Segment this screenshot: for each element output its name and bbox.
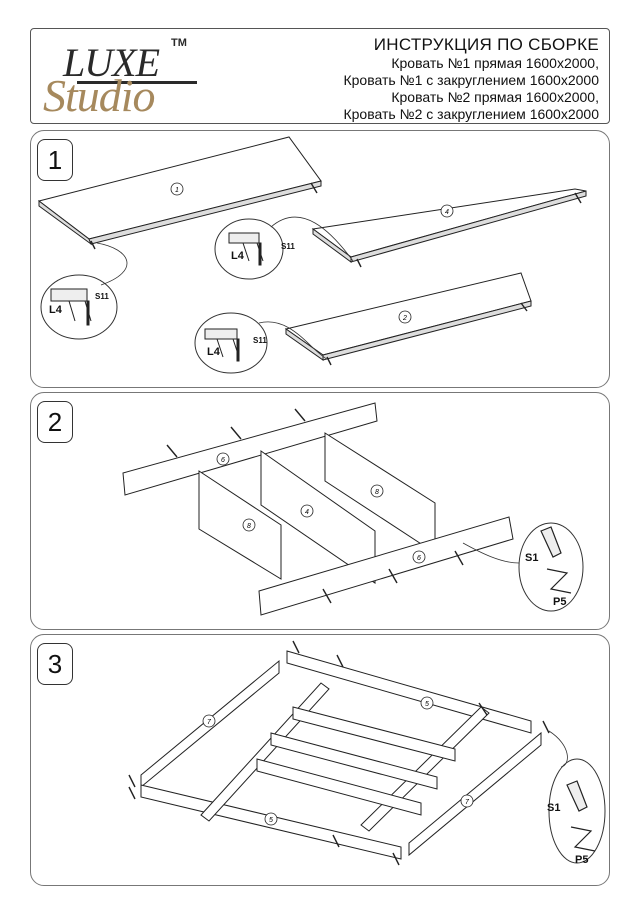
side-7-right	[408, 731, 542, 857]
brand-logo: LUXE TM Studio	[39, 35, 209, 121]
step-2-part-labels: 6 8 4 8 6	[216, 452, 426, 564]
product-line-4: Кровать №2 с закруглением 1600х2000	[343, 106, 599, 122]
part-label-1: 1	[175, 187, 179, 194]
callout-2-s-label: S11	[281, 242, 295, 251]
callout-circle-2	[214, 218, 284, 280]
part-label-6-front: 6	[417, 555, 421, 562]
logo-word-luxe: LUXE	[63, 40, 160, 85]
callout-s-label-step-2: S1	[525, 552, 538, 564]
rail-6-front	[258, 516, 514, 616]
step-3-part-labels: 5 7 5 7	[202, 696, 474, 826]
callout-p-label-step-2: P5	[553, 596, 566, 608]
beam-4-center	[260, 450, 376, 584]
callout-1-s-label: S11	[95, 292, 109, 301]
step-3-number: 3	[37, 643, 73, 685]
step-1-number: 1	[37, 139, 73, 181]
step-1-panel: 1 1 4 2	[30, 130, 610, 388]
callout-p-label-step-3: P5	[575, 854, 588, 866]
part-label-5-back: 5	[425, 701, 429, 708]
callout-1-l-label: L4	[49, 304, 63, 316]
logo-word-studio: Studio	[43, 70, 156, 121]
callout-circle-step-3	[548, 758, 606, 864]
part-label-8-left: 8	[247, 523, 251, 530]
callout-3-s-label: S11	[253, 336, 267, 345]
rail-6-back	[122, 402, 378, 496]
callout-2-l-label: L4	[231, 250, 245, 262]
part-label-2: 2	[402, 315, 407, 322]
side-5-back	[286, 650, 532, 734]
step-3-panel: 3 5 7 5 7	[30, 634, 610, 886]
part-label-4: 4	[445, 209, 449, 216]
callout-3-l-label: L4	[207, 346, 221, 358]
part-label-4: 4	[305, 509, 309, 516]
step-3-diagram: 5 7 5 7 S1 P5	[128, 640, 606, 866]
document-title: ИНСТРУКЦИЯ ПО СБОРКЕ	[373, 35, 599, 54]
product-line-2: Кровать №1 с закруглением 1600х2000	[343, 72, 599, 88]
instruction-header: LUXE TM Studio ИНСТРУКЦИЯ ПО СБОРКЕ Кров…	[30, 28, 610, 124]
part-label-7-left: 7	[207, 719, 212, 726]
step-1-part-labels: 1 4 2	[170, 182, 454, 324]
part-label-6-back: 6	[221, 457, 225, 464]
callout-s-label-step-3: S1	[547, 802, 560, 814]
title-block: ИНСТРУКЦИЯ ПО СБОРКЕ Кровать №1 прямая 1…	[343, 35, 599, 123]
part-label-5-front: 5	[269, 817, 273, 824]
part-label-8-right: 8	[375, 489, 379, 496]
part-label-7-right: 7	[465, 799, 470, 806]
board-4	[311, 188, 587, 258]
step-2-panel: 2 6 8 4 8 6	[30, 392, 610, 630]
callout-circle-step-2	[518, 522, 584, 612]
logo-underline	[77, 81, 197, 84]
step-2-number: 2	[37, 401, 73, 443]
product-line-3: Кровать №2 прямая 1600х2000,	[391, 89, 599, 105]
step-1-diagram: 1 4 2	[37, 136, 587, 374]
callout-circle-3	[194, 312, 268, 374]
logo-trademark: TM	[171, 37, 187, 49]
beam-8-left	[198, 470, 282, 580]
step-2-diagram: 6 8 4 8 6 S1 P5	[122, 402, 584, 616]
product-line-1: Кровать №1 прямая 1600х2000,	[391, 55, 599, 71]
